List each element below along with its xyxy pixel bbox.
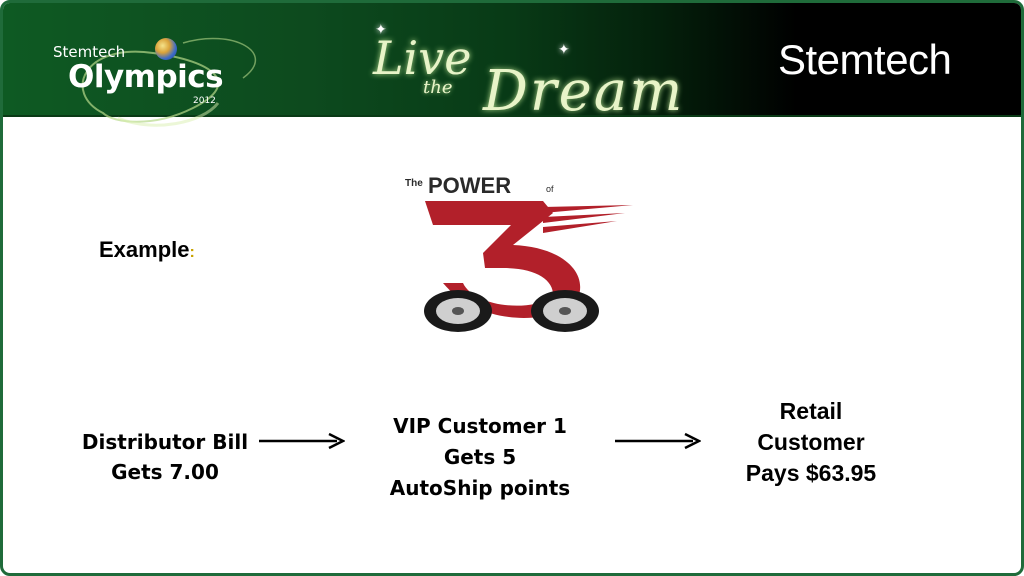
logo-three	[425, 201, 581, 298]
arrow-right-icon	[259, 432, 345, 450]
olympics-swirl-icon	[81, 37, 257, 127]
speed-line	[543, 213, 625, 223]
slogan-the: the	[423, 77, 453, 98]
wheel-center	[452, 307, 464, 315]
flow-step-line: Distributor Bill	[81, 430, 249, 454]
power-of-3-logo: The POWER of	[405, 173, 633, 332]
flow-step-line: AutoShip points	[389, 476, 571, 500]
flow-step-retail: Retail Customer Pays $63.95	[721, 396, 901, 489]
slogan-live: Live	[373, 31, 472, 85]
wheel-center	[559, 307, 571, 315]
example-text: Example	[99, 237, 190, 262]
logo-power: POWER	[428, 173, 511, 198]
sparkle-icon: ✦	[375, 21, 387, 37]
logo-the: The	[405, 178, 423, 189]
globe-icon	[155, 38, 177, 60]
slogan-dream: Dream	[483, 59, 685, 124]
stemtech-logo: Stemtech	[778, 36, 952, 83]
flow-step-line: Gets 7.00	[111, 460, 219, 484]
arrow-right-icon	[615, 432, 701, 450]
example-label: Example:	[99, 237, 195, 263]
olympics-logo: Stemtech Olympics 2012	[43, 33, 273, 133]
olympics-year: 2012	[193, 96, 216, 106]
flow-step-line: Gets 5	[443, 445, 517, 469]
speed-line	[543, 205, 633, 213]
speed-line	[543, 221, 617, 233]
flow-step-distributor: Distributor Bill Gets 7.00	[77, 427, 253, 487]
flow-step-vip: VIP Customer 1 Gets 5 AutoShip points	[380, 411, 580, 504]
olympics-brand: Stemtech	[53, 43, 126, 61]
flow-step-line: Pays $63.95	[745, 460, 877, 486]
sparkle-icon: ✦	[558, 41, 570, 57]
sparkle-icon: ✦	[633, 75, 645, 91]
slogan-logo: ✦ ✦ ✦ Live the Dream	[353, 13, 682, 143]
header-banner: Stemtech Olympics 2012 ✦ ✦ ✦ Live the Dr…	[3, 3, 1021, 127]
flow-step-line: VIP Customer 1	[393, 414, 567, 438]
olympics-title: Olympics	[68, 59, 224, 95]
example-colon: :	[189, 244, 195, 261]
flow-step-line: Customer	[757, 429, 865, 455]
flow-step-line: Retail	[779, 398, 843, 424]
logo-of: of	[546, 184, 554, 194]
